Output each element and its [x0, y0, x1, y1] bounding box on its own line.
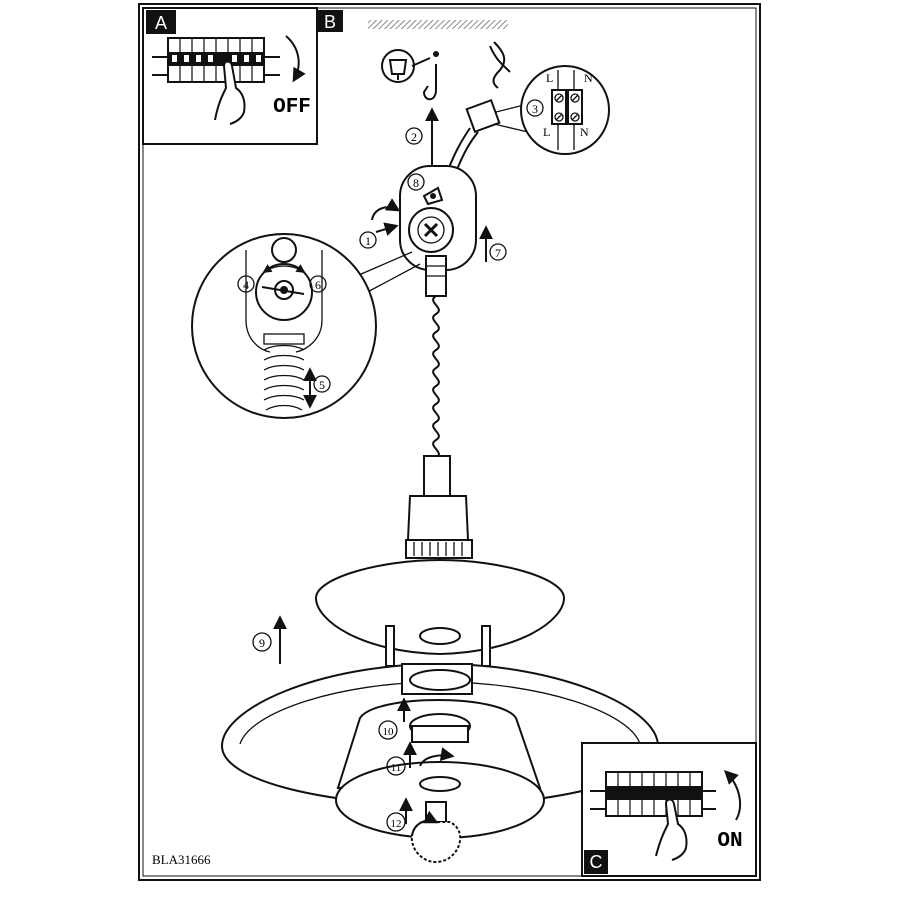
step-4-label: 4: [243, 278, 249, 292]
circuit-breaker-icon: [152, 37, 280, 83]
lamp-neck: [405, 455, 473, 559]
panel-a-letter: A: [155, 13, 167, 33]
step-3-label: 3: [532, 102, 538, 116]
hand-icon: [214, 60, 246, 125]
terminal-live-bottom: L: [543, 125, 550, 139]
model-code: BLA31666: [152, 852, 211, 867]
step-9-label: 9: [259, 636, 265, 650]
rotate-arrow-icon: [724, 770, 742, 821]
screw-icon: [411, 51, 439, 67]
hook-icon: [422, 64, 437, 101]
panel-c-letter: C: [590, 852, 603, 872]
terminal-live-top: L: [546, 71, 553, 85]
cord-lock-detail: [191, 233, 377, 419]
panel-c: ON C: [581, 742, 757, 877]
wall-plug-icon: [381, 49, 415, 83]
hand-icon: [655, 798, 688, 861]
step-12-label: 12: [391, 818, 402, 830]
rotate-arrow-icon: [285, 35, 306, 83]
panel-a-switch-state: OFF: [273, 96, 311, 119]
step-7-label: 7: [495, 246, 501, 260]
step-6-label: 6: [315, 278, 321, 292]
terminal-block-detail: 3 L N L N: [520, 65, 610, 155]
circuit-breaker-icon: [590, 771, 716, 817]
panel-c-switch-state: ON: [717, 830, 742, 853]
panel-a: A OFF: [142, 7, 318, 145]
terminal-neutral-top: N: [584, 71, 593, 85]
ceiling-hatch: [368, 20, 508, 29]
upper-shade: [314, 558, 566, 667]
page-frame: [138, 3, 761, 881]
step-1-label: 1: [365, 234, 371, 248]
step-11-label: 11: [391, 762, 402, 774]
coiled-cable: [425, 255, 447, 459]
panel-b: B: [317, 10, 343, 32]
ceiling-canopy: [399, 165, 477, 271]
step-5-label: 5: [319, 378, 325, 392]
step-8-label: 8: [413, 176, 419, 190]
panel-b-letter: B: [324, 12, 336, 32]
step-2-label: 2: [411, 130, 417, 144]
step-10-label: 10: [383, 726, 395, 738]
terminal-neutral-bottom: N: [580, 125, 589, 139]
